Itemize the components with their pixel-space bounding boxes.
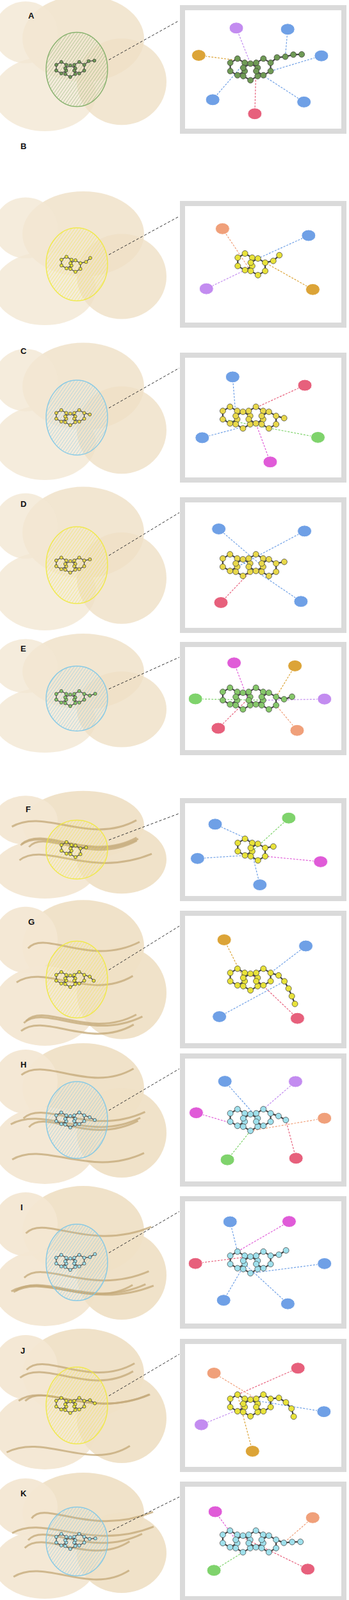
panel-figure <box>0 0 344 132</box>
panel-figure <box>0 191 344 326</box>
protein-surface <box>0 791 167 900</box>
interaction-box <box>182 644 344 754</box>
panel-letter: C <box>20 347 27 356</box>
interaction-box <box>182 500 344 631</box>
interaction-map <box>191 22 329 120</box>
interaction-box <box>182 913 344 1047</box>
interaction-map <box>188 1216 332 1311</box>
leader-line <box>108 216 180 255</box>
panel-figure <box>0 1186 344 1327</box>
protein-surface <box>0 0 167 132</box>
panel-letter: J <box>20 1347 25 1356</box>
interaction-box <box>182 1199 344 1327</box>
interaction-map <box>211 523 312 609</box>
leader-line <box>108 1355 180 1397</box>
protein-surface <box>0 1329 167 1471</box>
leader-line <box>108 20 180 61</box>
panel-letter: H <box>20 1061 27 1070</box>
leader-line <box>108 1069 180 1112</box>
protein-surface <box>0 487 167 631</box>
panel-letter: F <box>25 805 31 814</box>
protein-surface <box>0 1473 167 1600</box>
interaction-box <box>182 1342 344 1471</box>
panel-figure <box>0 633 344 754</box>
panel-figure <box>0 487 344 631</box>
protein-surface <box>0 900 167 1047</box>
panel-letter: G <box>28 918 35 927</box>
ligand-mesh <box>46 666 108 732</box>
interaction-box <box>182 355 344 481</box>
protein-surface <box>0 191 167 326</box>
protein-surface <box>0 633 167 754</box>
interaction-map <box>195 371 326 469</box>
interaction-box <box>182 7 344 132</box>
panel-letter: I <box>20 1203 24 1213</box>
leader-line <box>108 1212 180 1254</box>
ligand-mesh <box>46 941 108 1019</box>
interaction-map <box>212 934 314 1025</box>
interaction-box <box>182 1056 344 1185</box>
interaction-map <box>188 1076 332 1167</box>
leader-line <box>108 926 180 971</box>
panel-figure <box>0 900 344 1047</box>
panel-letter: B <box>20 142 27 151</box>
panel-letter: D <box>20 500 27 509</box>
panel-figure <box>0 1329 344 1471</box>
interaction-box <box>182 203 344 326</box>
protein-surface <box>0 1186 167 1327</box>
leader-line <box>108 1497 180 1534</box>
leader-line <box>108 657 180 690</box>
leader-line <box>108 813 180 841</box>
ligand-mesh <box>46 1367 108 1445</box>
leader-line <box>108 512 180 556</box>
ligand-mesh <box>46 527 108 604</box>
panel-letter: K <box>20 1490 27 1499</box>
interaction-map <box>206 1506 320 1578</box>
panel-letter: E <box>20 644 27 654</box>
ligand-mesh <box>46 227 108 301</box>
ligand-mesh <box>46 32 108 107</box>
panel-figure <box>0 1043 344 1185</box>
interaction-map <box>188 657 332 737</box>
protein-surface <box>0 343 167 481</box>
ligand-mesh <box>46 1082 108 1160</box>
panel-figure <box>0 343 344 481</box>
interaction-box <box>182 801 344 900</box>
panel-figure <box>0 791 344 900</box>
protein-surface <box>0 1043 167 1185</box>
interaction-box <box>182 1485 344 1600</box>
interaction-map <box>190 812 328 891</box>
panel-figure <box>0 1473 344 1600</box>
leader-line <box>108 368 180 409</box>
ligand-mesh <box>46 380 108 456</box>
ligand-mesh <box>46 820 108 880</box>
interaction-map <box>194 1363 331 1459</box>
ligand-mesh <box>46 1508 108 1577</box>
ligand-mesh <box>46 1225 108 1302</box>
interaction-map <box>199 222 320 296</box>
panel-letter: A <box>28 11 34 20</box>
